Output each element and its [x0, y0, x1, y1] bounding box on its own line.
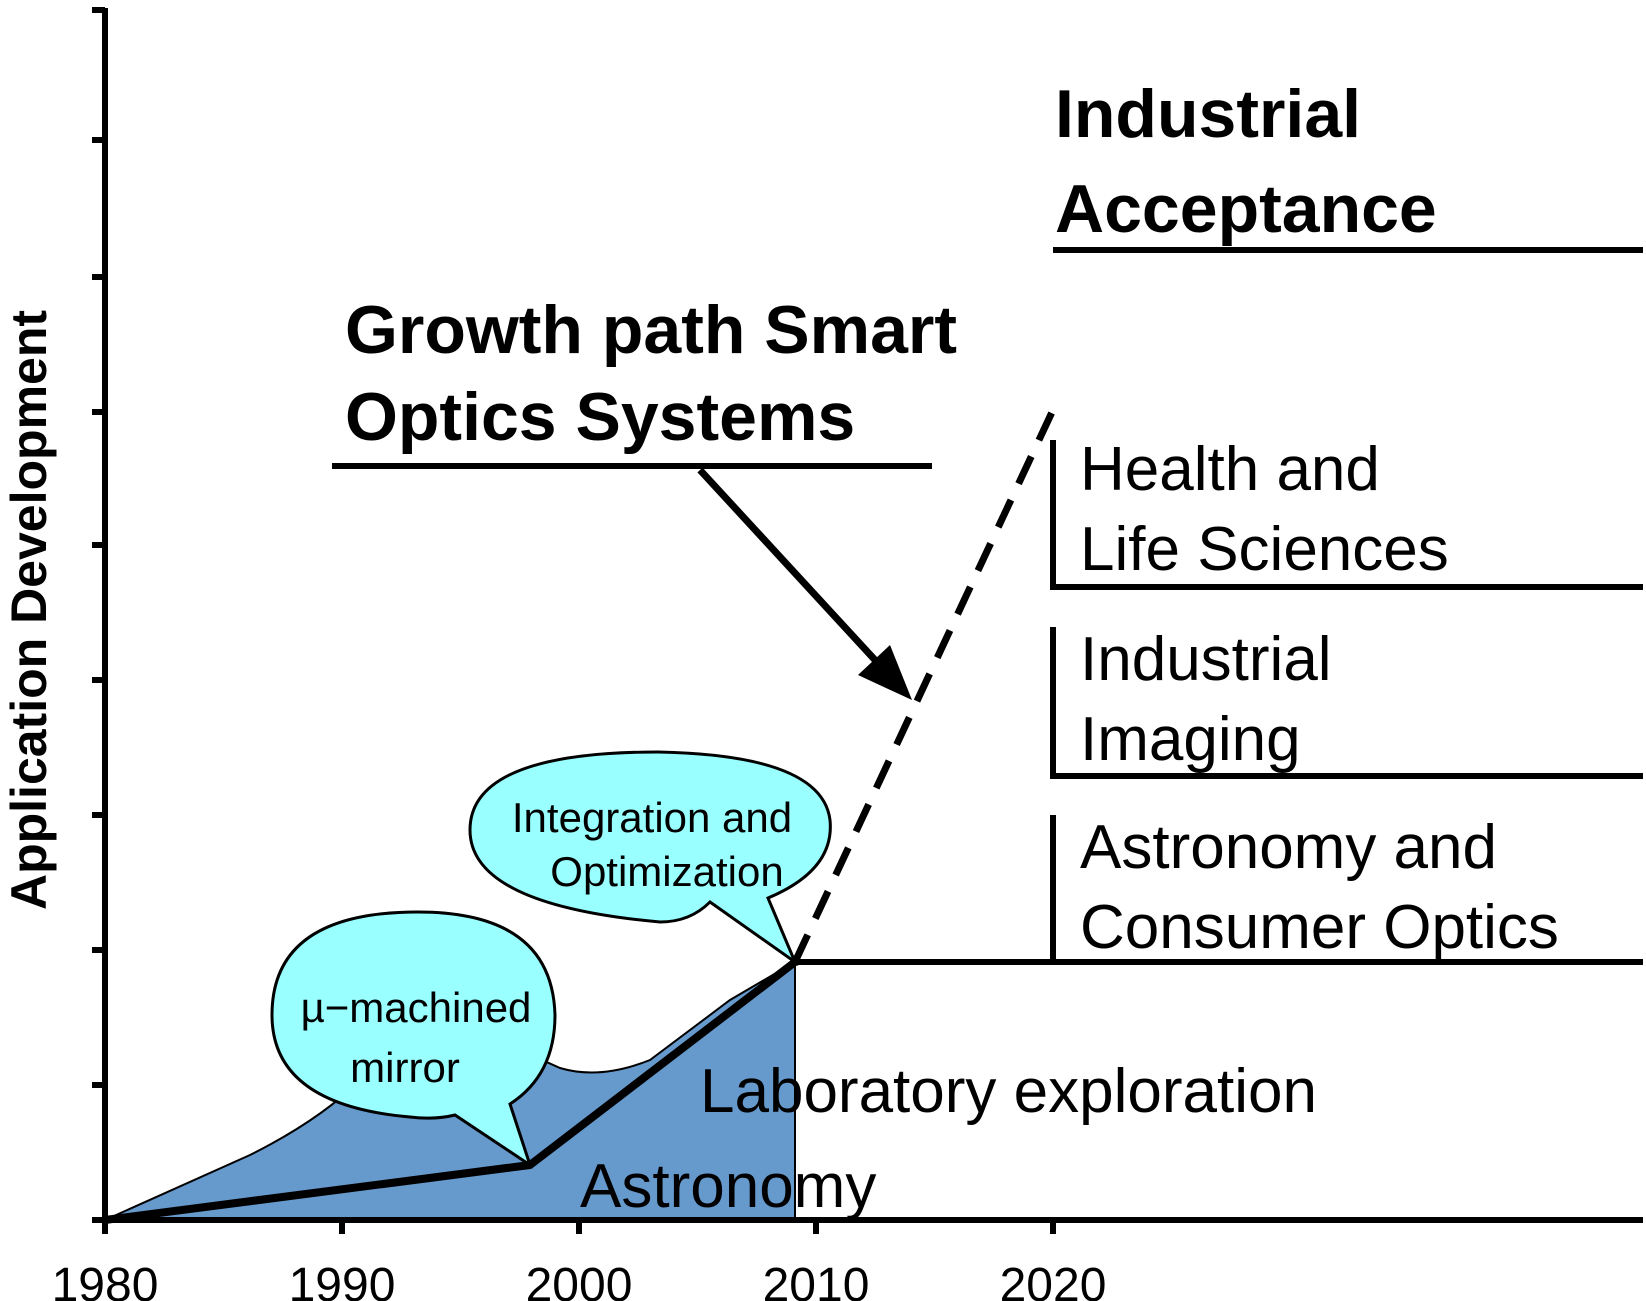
x-tick-label: 2020	[1000, 1259, 1107, 1301]
y-axis-label: Application Development	[1, 310, 57, 910]
x-axis-ticks	[102, 1220, 1056, 1234]
stage-label-health: Life Sciences	[1080, 515, 1449, 584]
mirror-bubble-text: µ−machined	[301, 984, 532, 1031]
mirror-bubble: µ−machined mirror	[270, 910, 557, 1169]
growth-heading: Growth path Smart	[345, 292, 957, 368]
growth-arrow	[697, 467, 912, 700]
x-tick-label: 1980	[52, 1259, 159, 1301]
mirror-bubble-text: mirror	[350, 1044, 460, 1091]
integration-bubble-text: Integration and	[512, 794, 792, 841]
stage-label-imaging: Imaging	[1080, 705, 1301, 774]
x-tick-label: 2010	[763, 1259, 870, 1301]
integration-bubble-text: Optimization	[550, 848, 783, 895]
stage-label-health: Health and	[1080, 435, 1380, 504]
stage-label-astronomy: Astronomy	[580, 1152, 876, 1221]
x-tick-label: 1990	[289, 1259, 396, 1301]
growth-heading: Optics Systems	[345, 379, 855, 455]
stage-label-imaging: Industrial	[1080, 625, 1332, 694]
stage-brackets	[332, 247, 1643, 962]
projected-growth-line	[791, 408, 1057, 964]
stage-label-astronomy-consumer: Astronomy and	[1080, 813, 1497, 882]
x-tick-label: 2000	[526, 1259, 633, 1301]
industrial-acceptance-heading: Industrial	[1055, 76, 1361, 152]
stage-label-astronomy-consumer: Consumer Optics	[1080, 893, 1559, 962]
stage-label-laboratory: Laboratory exploration	[700, 1057, 1317, 1126]
industrial-acceptance-heading: Acceptance	[1055, 171, 1437, 247]
integration-bubble: Integration and Optimization	[468, 750, 832, 967]
